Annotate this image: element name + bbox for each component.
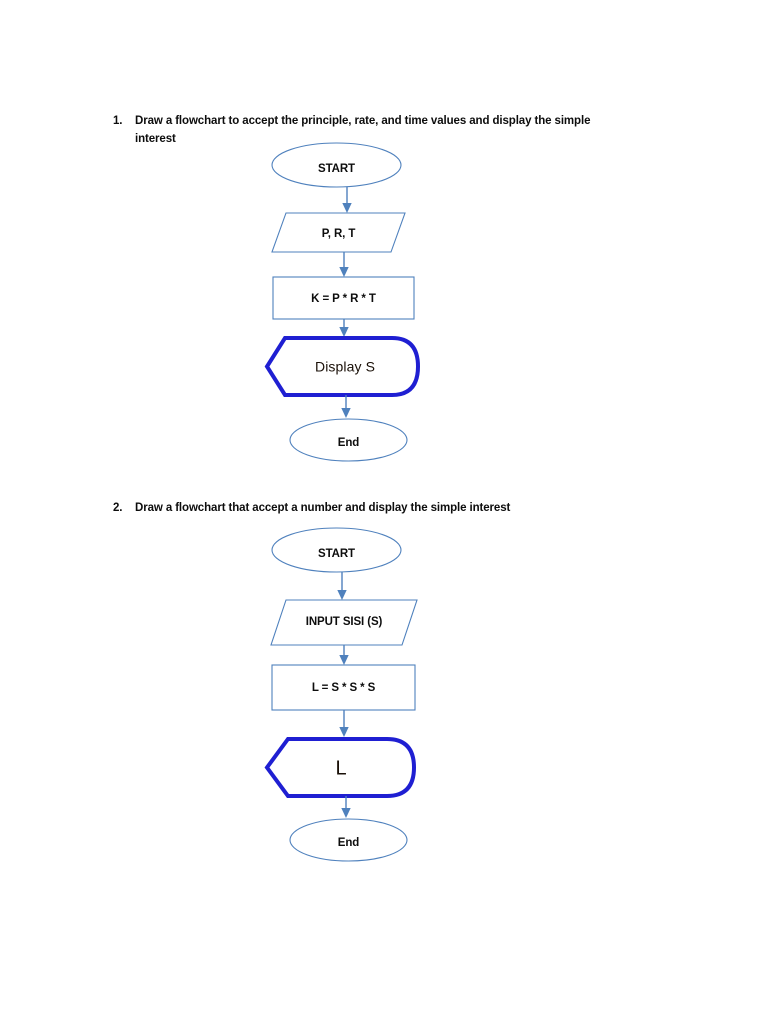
flowchart-1-node-start: START: [271, 142, 402, 188]
flowchart-1-node-input: P, R, T: [271, 212, 406, 253]
flowchart-1-edge-process-display: [339, 319, 349, 337]
question-item-1: 1. Draw a flowchart to accept the princi…: [113, 113, 605, 149]
flowchart-1-input-label: P, R, T: [322, 228, 356, 240]
flowchart-2-input-label: INPUT SISI (S): [306, 616, 383, 628]
flowchart-2-node-end: End: [289, 818, 408, 862]
question-number: 1.: [113, 115, 123, 127]
flowchart-2-node-display: L: [264, 737, 417, 798]
question-text: Draw a flowchart to accept the principle…: [135, 115, 591, 145]
flowchart-1-start-label: START: [318, 163, 355, 175]
flowchart-2-display-label: L: [335, 757, 346, 779]
flowchart-2-node-process: L = S * S * S: [271, 664, 416, 711]
flowchart-1-edge-start-input: [342, 187, 352, 213]
question-text: Draw a flowchart that accept a number an…: [135, 502, 511, 514]
flowchart-1-display-label: Display S: [315, 359, 375, 375]
flowchart-2-node-input: INPUT SISI (S): [270, 599, 418, 646]
flowchart-2-end-label: End: [338, 837, 359, 849]
flowchart-2-edge-input-process: [339, 645, 349, 665]
flowchart-2-process-label: L = S * S * S: [312, 682, 376, 694]
flowchart-1-edge-input-process: [339, 252, 349, 277]
flowchart-1-end-label: End: [338, 437, 359, 449]
flowchart-2-start-label: START: [318, 548, 355, 560]
flowchart-1-node-process: K = P * R * T: [272, 276, 415, 320]
flowchart-2-edge-display-end: [341, 796, 351, 818]
question-number: 2.: [113, 502, 123, 514]
flowchart-1-process-label: K = P * R * T: [311, 293, 376, 305]
flowchart-1-node-end: End: [289, 418, 408, 462]
flowchart-2-edge-start-input: [337, 572, 347, 600]
flowchart-1-node-display: Display S: [264, 336, 421, 397]
flowchart-2-node-start: START: [271, 527, 402, 573]
flowchart-1-edge-display-end: [341, 395, 351, 418]
question-item-2: 2. Draw a flowchart that accept a number…: [113, 500, 605, 518]
flowchart-2-edge-process-display: [339, 710, 349, 737]
